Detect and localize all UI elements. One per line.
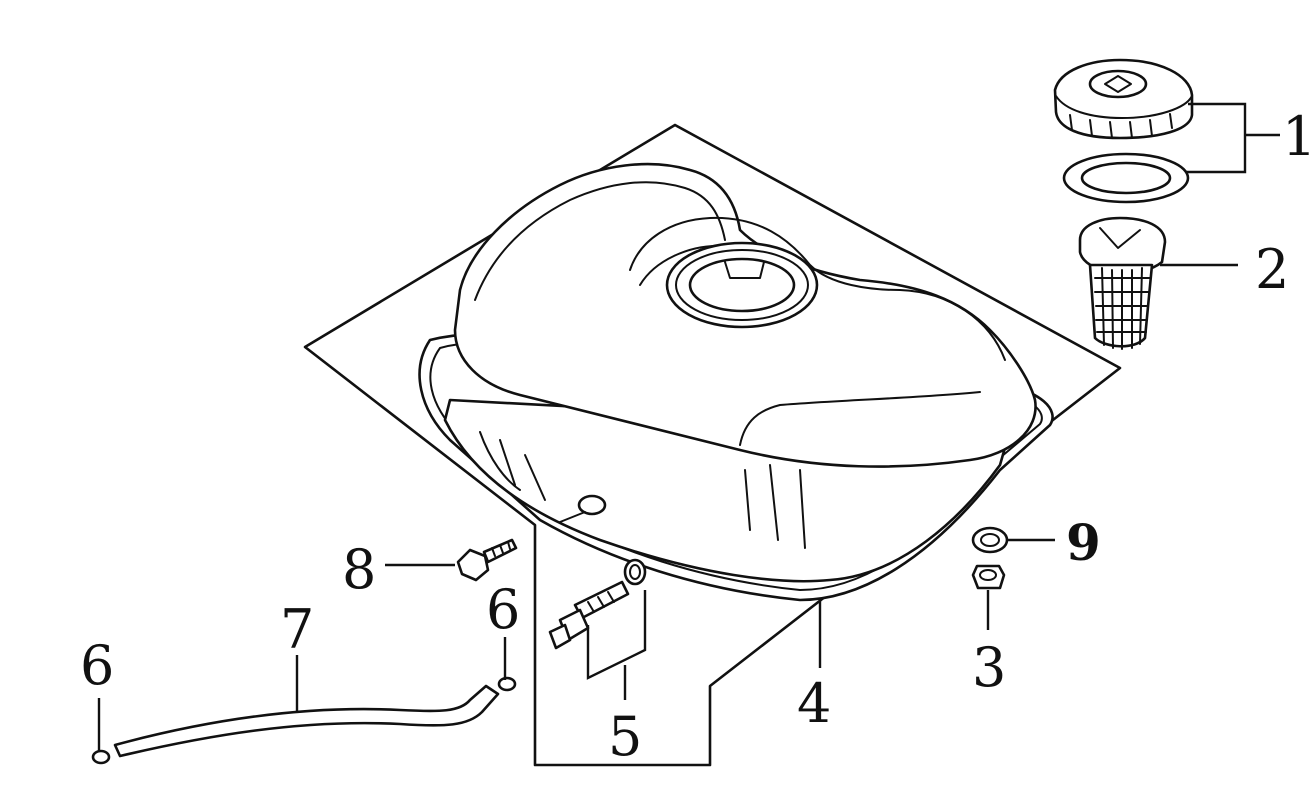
callout-6-left: 6 <box>80 634 114 697</box>
callout-2: 2 <box>1255 238 1289 301</box>
drain-bolt <box>456 538 518 582</box>
callout-7: 7 <box>280 598 314 661</box>
fuel-strainer <box>1078 216 1167 350</box>
fuel-hose <box>113 684 500 758</box>
callout-3: 3 <box>972 636 1006 699</box>
callout-4: 4 <box>797 672 831 735</box>
callout-5: 5 <box>608 705 642 768</box>
hose-clip-left <box>91 749 111 765</box>
callout-9: 9 <box>1066 513 1101 572</box>
fuel-cap <box>1053 58 1194 140</box>
assembly-boundary <box>303 123 1122 767</box>
fuel-tank <box>418 162 1054 602</box>
fuel-valve <box>548 558 647 650</box>
callout-6-right: 6 <box>486 578 520 641</box>
callout-1: 1 <box>1282 105 1316 168</box>
nut <box>971 564 1006 590</box>
hose-clip-right <box>497 676 517 692</box>
washer <box>971 526 1009 554</box>
cap-gasket <box>1062 152 1190 204</box>
leader-lines <box>97 102 1280 752</box>
callout-8: 8 <box>342 538 376 601</box>
